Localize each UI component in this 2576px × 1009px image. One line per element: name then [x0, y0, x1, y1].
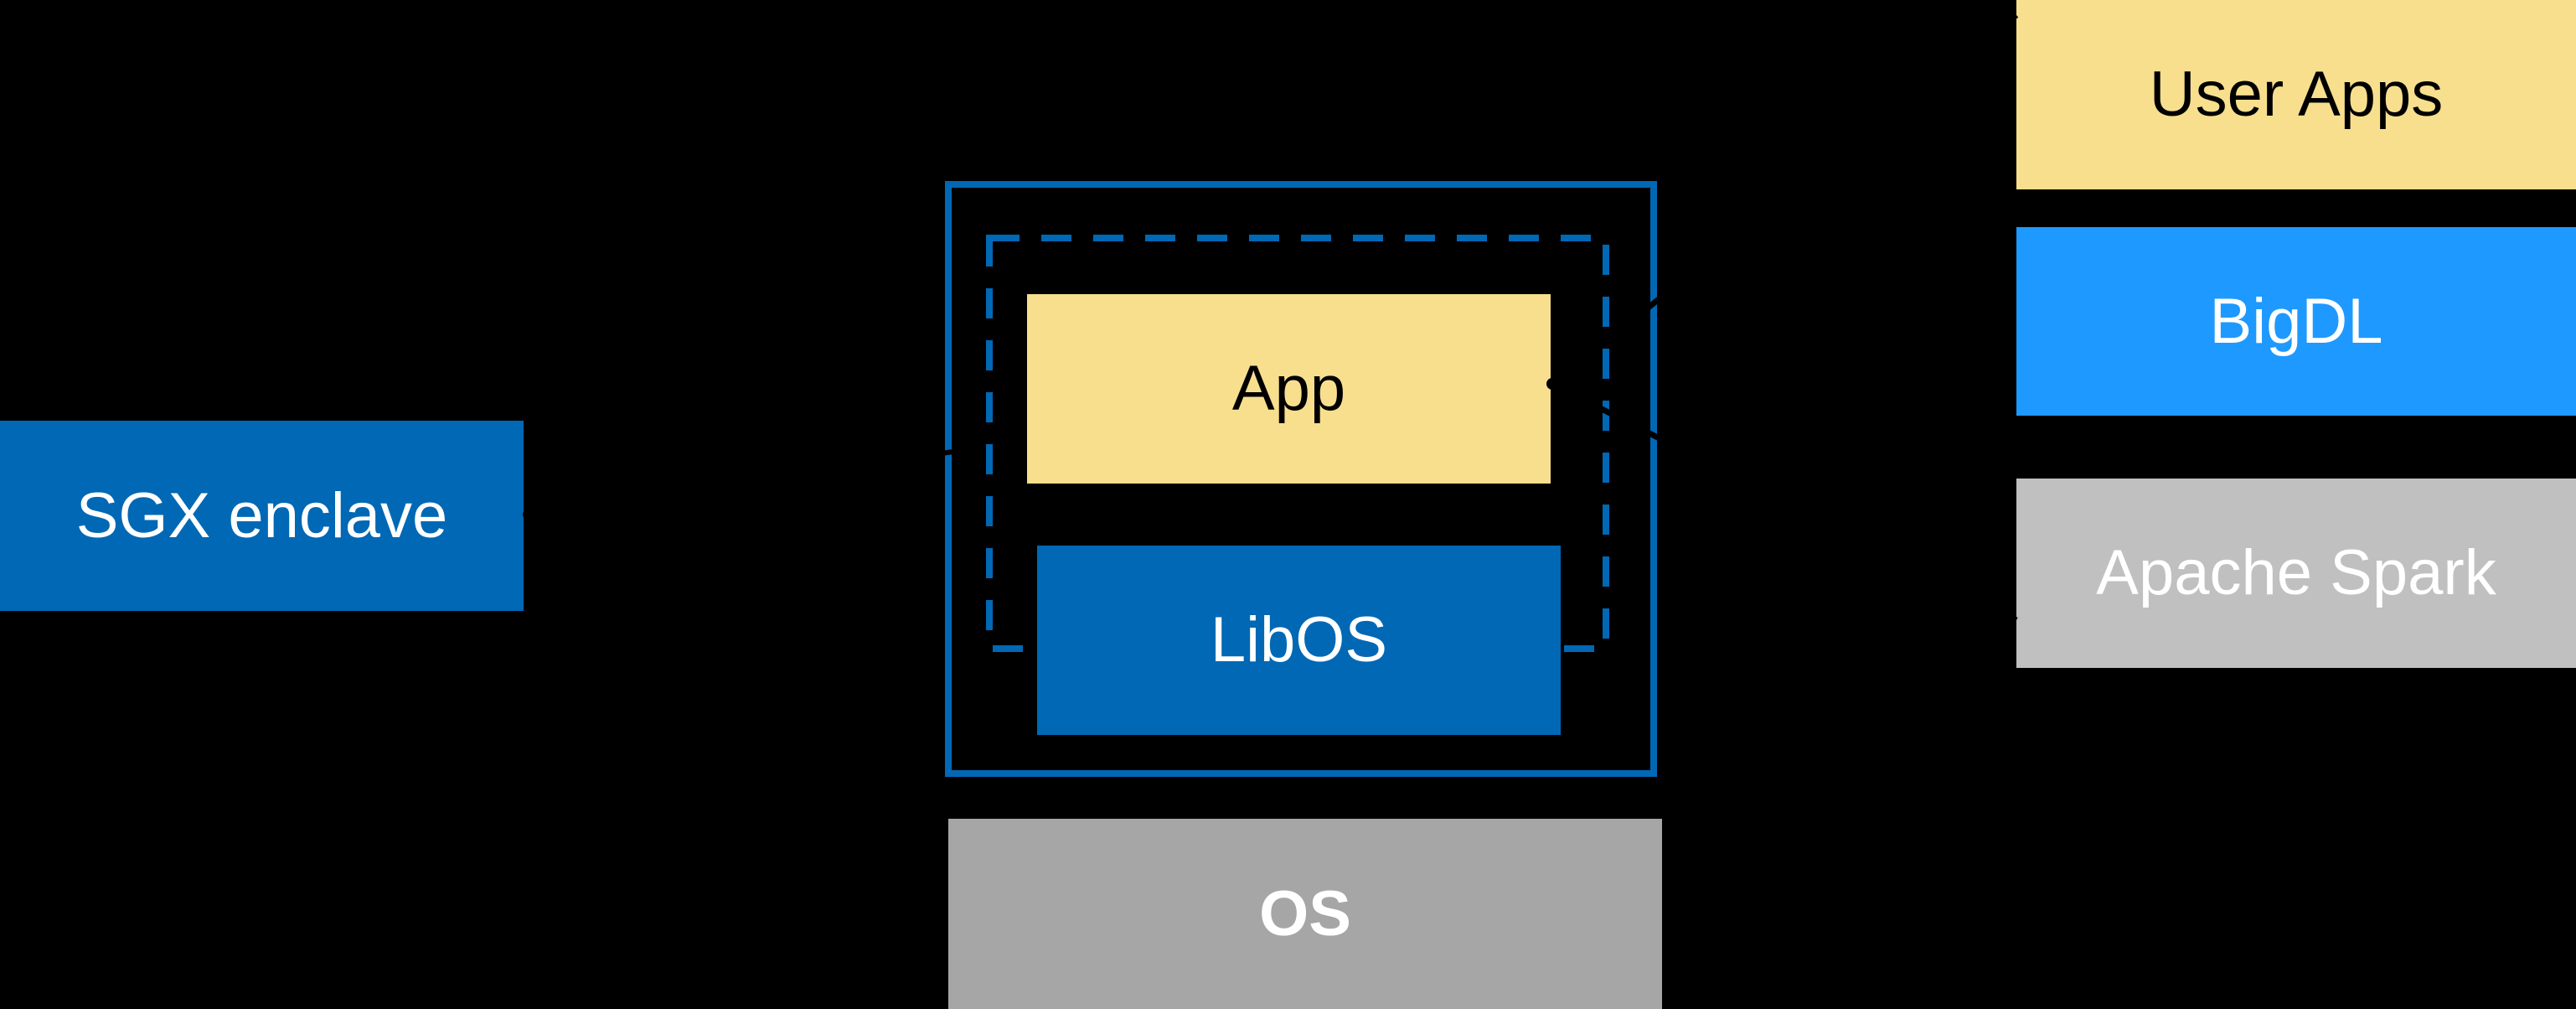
libos-label: LibOS: [1210, 604, 1388, 675]
callout-line-upper: [1550, 13, 2019, 386]
callout-line-sgx: [534, 445, 983, 515]
libos-box: LibOS: [1037, 546, 1561, 735]
enclave-outer-border: [945, 181, 1657, 777]
os-box: OS: [948, 819, 1662, 1009]
bigdl-label: BigDL: [2209, 285, 2383, 357]
user-apps-label: User Apps: [2149, 59, 2444, 130]
user-apps-box: User Apps: [2016, 0, 2576, 189]
sgx-enclave-label: SGX enclave: [75, 479, 448, 551]
callout-arrow-vertex-dot: [1546, 378, 1558, 390]
app-box: App: [1027, 294, 1551, 484]
apache-spark-label: Apache Spark: [2096, 537, 2496, 608]
sgx-enclave-label-box: SGX enclave: [0, 421, 524, 611]
os-label: OS: [1259, 877, 1351, 949]
apache-spark-box: Apache Spark: [2016, 479, 2576, 668]
callout-line-lower: [1551, 380, 2018, 624]
callout-dot-sgx: [523, 508, 536, 521]
bigdl-box: BigDL: [2016, 227, 2576, 416]
app-label: App: [1231, 353, 1346, 424]
